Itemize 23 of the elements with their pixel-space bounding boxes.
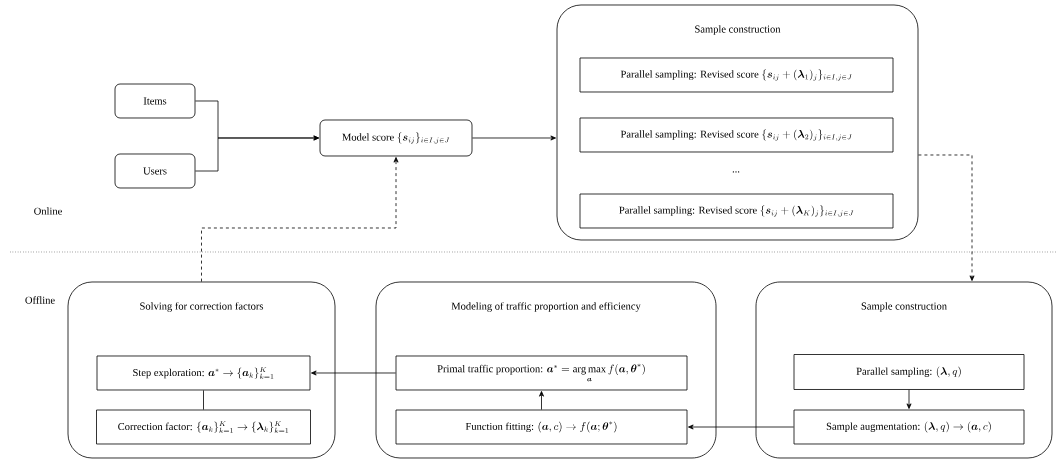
process-box: $\text{Parallel sampling: Revised score } \{\boldsymbol{s}_{ij}+(\boldsymbol{\lambda}_2)_j\}_{i\in I,j\in J}$ bbox=[579, 117, 894, 153]
process-box: $\text{Correction factor: } \{\boldsymbol{a}_k\}_{k=1}^K \rightarrow \{\boldsymbol{\lambda}_k\}_{k=1}^K$ bbox=[96, 409, 311, 445]
arrow bbox=[201, 157, 399, 282]
process-box: $\text{Parallel sampling: Revised score } \{\boldsymbol{s}_{ij}+(\boldsymbol{\lambda}_1)_j\}_{i\in I,j\in J}$ bbox=[579, 57, 894, 93]
process-box: $\text{Parallel sampling: Revised score } \{\boldsymbol{s}_{ij}+(\boldsymbol{\lambda}_K)_j\}_{i\in I,j\in J}$ bbox=[579, 193, 894, 229]
arrow bbox=[311, 370, 396, 376]
process-box: $\text{Parallel sampling: } (\boldsymbol{\lambda},q)$ bbox=[793, 354, 1025, 390]
arrow bbox=[195, 135, 319, 172]
process-box: $\text{Primal traffic proportion: } \boldsymbol{a}^* = \mathop{\mathrm{arg\,max}}\limits_{\boldsymbol{a}} f(\boldsymbol{a},\boldsymbol{\theta}^*)$ bbox=[395, 355, 688, 391]
arrow bbox=[918, 154, 975, 281]
ellipsis-text: ... bbox=[732, 171, 740, 173]
arrow bbox=[688, 424, 794, 430]
process-box: $\text{Model score } \{\boldsymbol{s}_{ij}\}_{i\in I,j\in J}$ bbox=[319, 119, 473, 157]
process-box: $\text{Sample augmentation: } (\boldsymbol{\lambda},q) \rightarrow (\boldsymbol{a},c)$ bbox=[793, 409, 1025, 445]
process-box: Users bbox=[114, 153, 196, 189]
section-label: Online bbox=[34, 207, 62, 215]
process-box: $\text{Function fitting: } (\boldsymbol{a},c) \rightarrow f(\boldsymbol{a};\boldsymbol{\theta}^*)$ bbox=[395, 409, 688, 445]
process-box: Items bbox=[114, 83, 196, 119]
arrow bbox=[906, 389, 912, 409]
arrow bbox=[472, 135, 556, 141]
arrow bbox=[539, 391, 544, 410]
section-label: Offline bbox=[25, 296, 55, 304]
process-box: $\text{Step exploration: } \boldsymbol{a}^* \rightarrow \{\boldsymbol{a}_k\}_{k=1}^K$ bbox=[96, 355, 311, 391]
